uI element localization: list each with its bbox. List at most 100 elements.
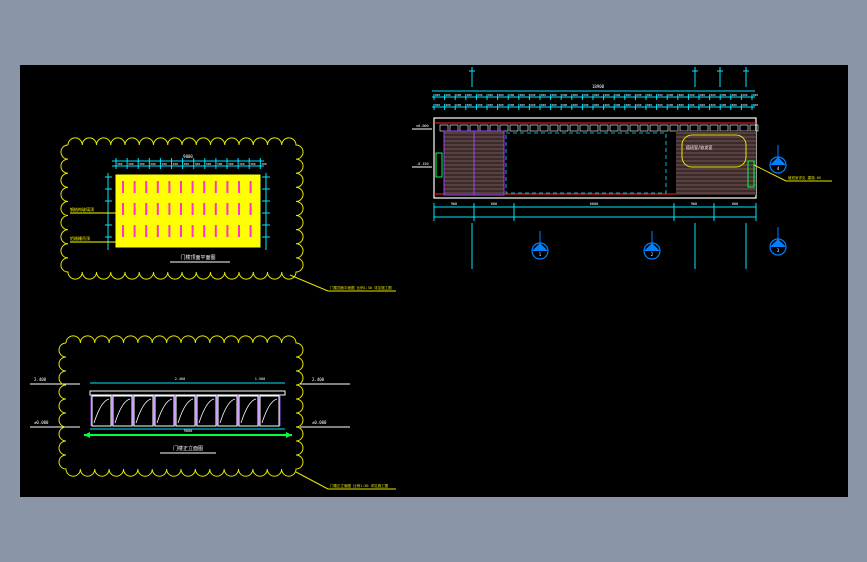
plan-grid-cell	[689, 124, 699, 132]
plan-dim-text: 600	[615, 93, 620, 97]
plan-grid-cell	[699, 124, 709, 132]
plan-grid-cell	[709, 124, 719, 132]
plan-dim-text: 600	[679, 103, 684, 107]
plan-dim-text: 600	[721, 93, 726, 97]
plan-axis-marker-fill	[644, 243, 660, 251]
plan-dim-text: 600	[594, 93, 599, 97]
roof-magenta-strip	[122, 225, 124, 237]
elevation-bay-arch	[93, 398, 110, 424]
elevation-bay-arch	[135, 398, 152, 424]
elevation-dim-label: 1.500	[255, 377, 266, 381]
plan-dim-text: 600	[573, 103, 578, 107]
roof-label-grille: 铝格栅吊顶	[70, 235, 90, 241]
plan-dim-text: 600	[626, 103, 631, 107]
roof-magenta-strip	[145, 225, 148, 237]
roof-magenta-strip	[191, 225, 194, 237]
plan-axis-number: 4	[777, 166, 780, 171]
plan-left-green-door	[435, 152, 443, 178]
roof-plan-title: 门楼顶面平面图	[180, 254, 215, 261]
roof-magenta-strip	[249, 225, 252, 237]
roof-plan-revision-cloud	[60, 137, 304, 280]
plan-axis-marker-fill	[770, 157, 786, 165]
elevation-callout-leader	[295, 471, 329, 490]
roof-magenta-strip	[122, 181, 124, 193]
plan-grid-cell	[499, 124, 509, 132]
roof-magenta-strip	[122, 203, 124, 215]
plan-dim-text: 600	[711, 103, 716, 107]
plan-dim-text: 600	[636, 93, 641, 97]
plan-grid-cell	[509, 124, 519, 132]
plan-right-green-door	[747, 160, 755, 188]
plan-grid-cell	[669, 124, 679, 132]
plan-dim-text: 600	[732, 103, 737, 107]
plan-grid-cell	[529, 124, 539, 132]
elevation-title: 门楼正立面图	[173, 445, 203, 452]
roof-magenta-strip	[226, 225, 229, 237]
roof-callout-text: 门楼顶面平面图 比例1:50 详见施工图	[330, 285, 392, 290]
plan-grid-cell	[679, 124, 689, 132]
plan-dim-bottom-text: 6000	[590, 202, 598, 206]
roof-magenta-strip	[214, 225, 217, 237]
roof-magenta-strip	[238, 225, 240, 237]
plan-dim-text: 600	[647, 103, 652, 107]
roof-magenta-strip	[168, 225, 171, 237]
plan-grid-cell	[479, 124, 489, 132]
elevation-base-dimension: 9000	[184, 429, 192, 433]
plan-dim-text: 600	[732, 93, 737, 97]
elevation-bay-arch	[198, 398, 215, 424]
plan-grid-cell	[469, 124, 479, 132]
plan-dim-text: 600	[477, 103, 482, 107]
roof-dim-text: 300	[139, 162, 145, 166]
plan-dim-text: 600	[477, 93, 482, 97]
elevation-bay	[238, 395, 259, 427]
plan-dim-text: 600	[562, 93, 567, 97]
roof-magenta-strip	[203, 203, 206, 215]
plan-grid-cell	[579, 124, 589, 132]
plan-dim-text: 600	[679, 93, 684, 97]
plan-dim-text: 600	[647, 93, 652, 97]
roof-magenta-strip	[203, 181, 206, 193]
plan-dim-text: 600	[530, 103, 535, 107]
roof-magenta-strip	[249, 203, 252, 215]
roof-magenta-strip	[133, 225, 136, 237]
roof-magenta-strip	[249, 181, 252, 193]
elevation-bay	[154, 395, 175, 427]
elevation-bay	[196, 395, 217, 427]
elevation-bay	[133, 395, 154, 427]
plan-dim-text: 600	[520, 103, 525, 107]
plan-grid-cell	[649, 124, 659, 132]
plan-grid-cell	[749, 124, 759, 132]
plan-overall-dimension: 18900	[592, 84, 605, 89]
elevation-level-left-top: 2.400	[34, 377, 47, 382]
elevation-dim-label: 2.400	[175, 377, 186, 381]
roof-magenta-strip	[156, 225, 159, 237]
elevation-bay	[259, 395, 280, 427]
elevation-bay-arch	[240, 398, 257, 424]
roof-magenta-strip	[238, 181, 240, 193]
plan-dim-text: 600	[435, 103, 440, 107]
roof-magenta-strip	[133, 203, 136, 215]
plan-dim-text: 600	[583, 103, 588, 107]
roof-magenta-strip	[180, 181, 182, 193]
roof-magenta-strip	[168, 181, 171, 193]
plan-grid-cell	[629, 124, 639, 132]
plan-grid-cell	[719, 124, 729, 132]
elevation-ground-arrow	[286, 432, 292, 438]
plan-dim-text: 600	[456, 93, 461, 97]
plan-dim-text: 600	[435, 93, 440, 97]
roof-magenta-strip	[145, 181, 148, 193]
plan-axis-number: 1	[539, 252, 542, 257]
plan-dim-text: 600	[488, 93, 493, 97]
plan-dim-text: 600	[509, 103, 514, 107]
elevation-bay-arch	[219, 398, 236, 424]
plan-grid-cell	[729, 124, 739, 132]
plan-dim-text: 600	[689, 103, 694, 107]
elevation-level-right-bottom: ±0.000	[312, 420, 327, 425]
plan-callout-text: 值班室详见 建施-05	[788, 175, 821, 180]
plan-dim-text: 600	[668, 103, 673, 107]
plan-central-space	[505, 132, 667, 194]
elevation-bay	[217, 395, 238, 427]
